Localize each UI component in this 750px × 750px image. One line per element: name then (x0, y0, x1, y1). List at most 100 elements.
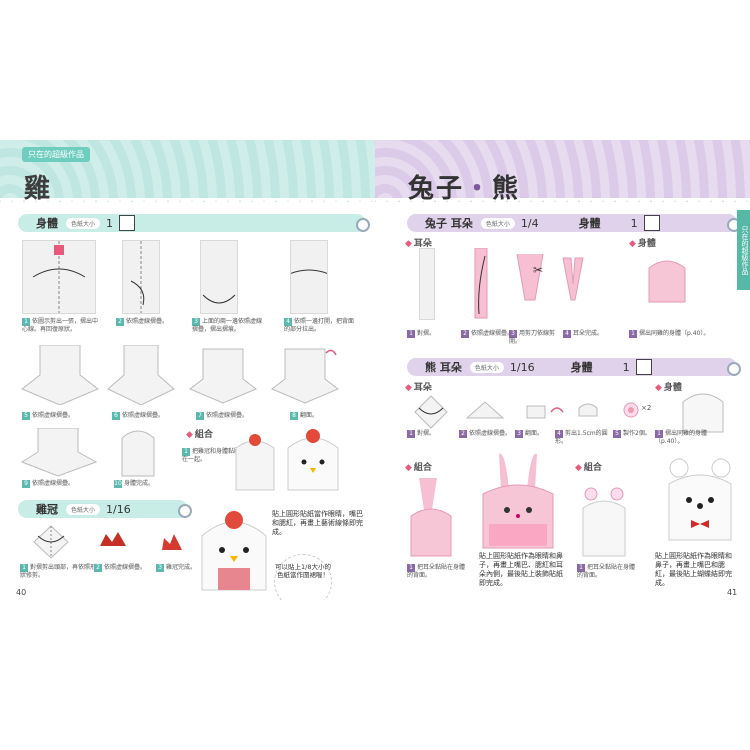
diamond-icon: ◆ (655, 383, 662, 393)
bear-ear-step-5-diagram (623, 402, 639, 418)
rabbit-assembled-image (410, 478, 452, 557)
combine-heading: ◆組合 (186, 430, 213, 440)
bear-ear-step-1-diagram (414, 395, 448, 429)
page-number: 40 (16, 588, 27, 597)
rabbit-ear-step-4-diagram (562, 257, 584, 301)
bar-end-cap (356, 218, 370, 232)
header-band (375, 140, 750, 202)
diamond-icon: ◆ (405, 383, 412, 393)
fold-corners-icon (202, 294, 236, 304)
bear-callout: 貼上圓形貼紙作為眼睛和鼻子，再畫上嘴巴和腮紅，最後貼上蝴蝶結即完成。 (655, 552, 732, 587)
step-9-diagram (20, 428, 98, 477)
paper-square-icon (119, 215, 136, 231)
svg-text:✂: ✂ (533, 263, 543, 277)
rabbit-callout: 貼上圓形貼紙作為眼睛和鼻子，再畫上嘴巴、腮紅和耳朵內側，最後貼上裝飾貼紙即完成。 (479, 552, 563, 587)
step-8-diagram (271, 348, 339, 404)
size-label: 色紙大小 (66, 217, 101, 229)
finished-rabbit-image (482, 453, 554, 549)
bear-ear-step-4-diagram (578, 403, 598, 417)
multiply-label: ×2 (641, 404, 652, 412)
open-arrow-icon (282, 269, 336, 278)
finished-bear-image (668, 458, 732, 541)
rabbit-ear-step-2-diagram (474, 248, 488, 319)
step-2-diagram (122, 240, 160, 314)
bear-body-diagram (682, 393, 724, 433)
rabbit-body-diagram (648, 260, 686, 303)
step-4-diagram (282, 240, 336, 314)
side-chapter-tab: 只在的超級作品 (737, 210, 750, 290)
paper-square-icon (643, 215, 660, 231)
bear-bar: 熊 耳朵 色紙大小 1/16 身體 1 (407, 358, 741, 376)
body-bar: 身體 色紙大小 1 (18, 214, 370, 232)
rabbit-ear-step-1-diagram (419, 248, 435, 320)
size-fraction: 1 (106, 216, 114, 230)
step-5-diagram (21, 345, 99, 405)
page-title: 雞 (24, 174, 53, 204)
step-3-diagram (200, 240, 238, 314)
diamond-icon: ◆ (629, 239, 636, 249)
page-number: 41 (727, 588, 738, 597)
tip-bubble: 可以貼上1/8大小的色紙當作圍裙喔！ (274, 554, 332, 600)
rabbit-ear-heading: ◆耳朵 (405, 239, 432, 249)
rabbit-body-heading: ◆身體 (629, 239, 656, 249)
section-tag: 只在的超級作品 (22, 147, 90, 162)
diamond-icon: ◆ (186, 430, 193, 440)
finished-chick-image (201, 511, 267, 591)
rabbit-combine-heading: ◆組合 (405, 463, 432, 473)
step-7-diagram (189, 348, 257, 404)
bear-assembled-image (582, 487, 626, 557)
bear-ear-heading: ◆耳朵 (405, 383, 432, 393)
fold-arrow-icon (130, 241, 145, 313)
rabbit-ear-step-3-diagram: ✂ (516, 253, 544, 301)
header-scallop (375, 198, 750, 208)
chick-face-image (287, 429, 339, 491)
bar-label: 身體 (36, 217, 58, 230)
comb-step-3-diagram (162, 534, 182, 550)
rabbit-bar: 兔子 耳朵 色紙大小 1/4 身體 1 (407, 214, 741, 232)
bear-ear-step-2-diagram (465, 401, 505, 419)
bear-combine-heading: ◆組合 (575, 463, 602, 473)
bar-end-cap (727, 362, 741, 376)
step-10-diagram (121, 430, 155, 477)
comb-step-1-diagram (33, 525, 69, 559)
page-title: 兔子・熊 (408, 174, 521, 204)
fold-arrows-icon (32, 241, 86, 313)
header-scallop (0, 198, 375, 208)
comb-bar: 雞冠 色紙大小 1/16 (18, 500, 192, 518)
step-6-diagram (107, 345, 175, 405)
paper-square-icon (635, 359, 652, 375)
diamond-icon: ◆ (405, 463, 412, 473)
diamond-icon: ◆ (405, 239, 412, 249)
bar-end-cap (178, 504, 192, 518)
diamond-icon: ◆ (575, 463, 582, 473)
chick-assembled-image (235, 434, 275, 491)
comb-step-2-diagram (100, 532, 126, 546)
